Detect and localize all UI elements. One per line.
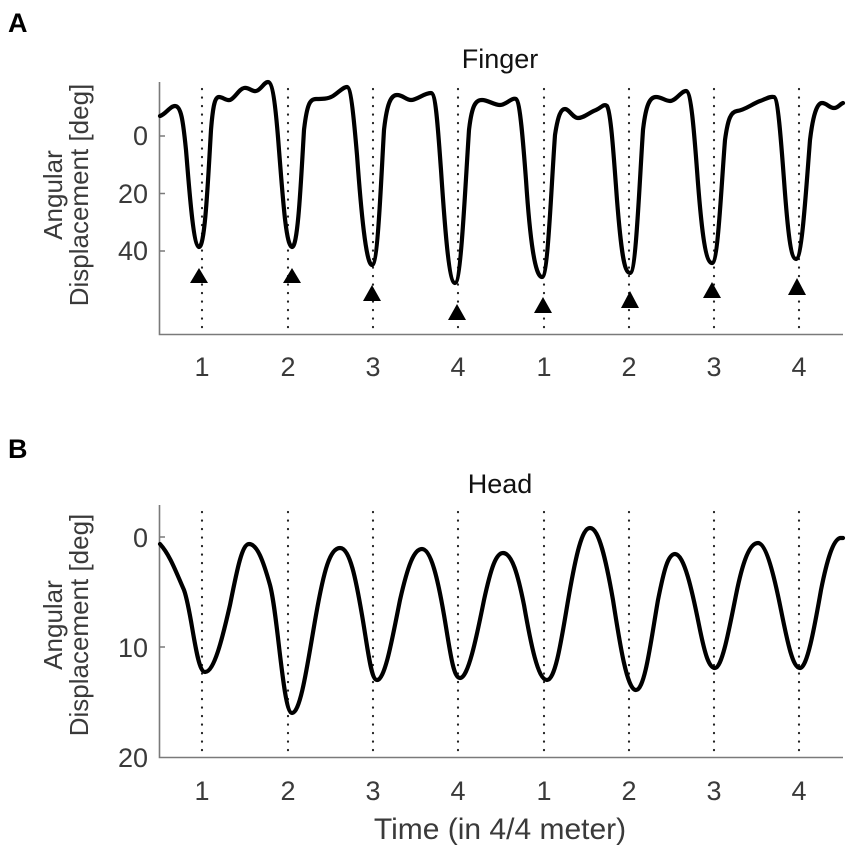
triangle-marker-icon	[190, 268, 208, 283]
axes-a	[158, 82, 843, 336]
y-axis-label-line2: Displacement [deg]	[64, 84, 94, 307]
x-tick-label: 1	[536, 776, 551, 806]
triangle-marker-icon	[788, 278, 806, 295]
triangle-marker-icon	[703, 282, 721, 298]
x-tick-label: 3	[706, 352, 721, 382]
head-trace	[157, 525, 846, 716]
x-tick-label: 1	[194, 776, 209, 806]
y-ticks-a	[159, 135, 165, 252]
panel-letter-b: B	[8, 434, 28, 464]
triangle-marker-icon	[448, 304, 466, 320]
y-tick-label: 40	[118, 236, 148, 266]
x-tick-label: 4	[791, 776, 806, 806]
x-tick-label: 4	[450, 776, 465, 806]
triangle-marker-icon	[621, 291, 639, 308]
panel-letter-a: A	[8, 8, 28, 38]
x-tick-label: 2	[621, 776, 636, 806]
onset-markers-a	[190, 268, 806, 320]
y-tick-label: 20	[118, 743, 148, 773]
x-tick-label: 2	[621, 352, 636, 382]
x-tick-labels-a: 1 2 3 4 1 2 3 4	[194, 352, 806, 382]
y-tick-label: 0	[133, 121, 148, 151]
y-tick-label: 10	[118, 633, 148, 663]
x-tick-labels-b: 1 2 3 4 1 2 3 4	[194, 776, 806, 806]
x-axis-label: Time (in 4/4 meter)	[374, 813, 626, 846]
x-tick-label: 2	[280, 776, 295, 806]
triangle-marker-icon	[534, 297, 552, 313]
y-tick-label: 20	[118, 179, 148, 209]
x-tick-label: 3	[365, 776, 380, 806]
x-tick-label: 3	[365, 352, 380, 382]
panel-title-head: Head	[468, 469, 533, 499]
y-tick-label: 0	[133, 523, 148, 553]
panel-a: A Finger Angular Displacement [deg] 0 20…	[8, 8, 846, 382]
x-tick-label: 2	[280, 352, 295, 382]
axes-b	[158, 505, 843, 759]
y-ticks-b	[159, 536, 165, 648]
panel-title-finger: Finger	[462, 44, 539, 74]
y-axis-label-line1: Angular	[38, 150, 68, 240]
finger-trace	[157, 79, 846, 286]
x-tick-label: 1	[194, 352, 209, 382]
triangle-marker-icon	[363, 285, 381, 301]
y-axis-label-line2: Displacement [deg]	[64, 514, 94, 737]
x-tick-label: 1	[536, 352, 551, 382]
triangle-marker-icon	[283, 268, 301, 283]
x-tick-label: 4	[450, 352, 465, 382]
beat-lines-b	[200, 510, 801, 759]
panel-b: B Head Angular Displacement [deg] 0 10 2…	[8, 434, 846, 846]
y-axis-label-line1: Angular	[38, 580, 68, 670]
x-tick-label: 4	[791, 352, 806, 382]
x-tick-label: 3	[706, 776, 721, 806]
